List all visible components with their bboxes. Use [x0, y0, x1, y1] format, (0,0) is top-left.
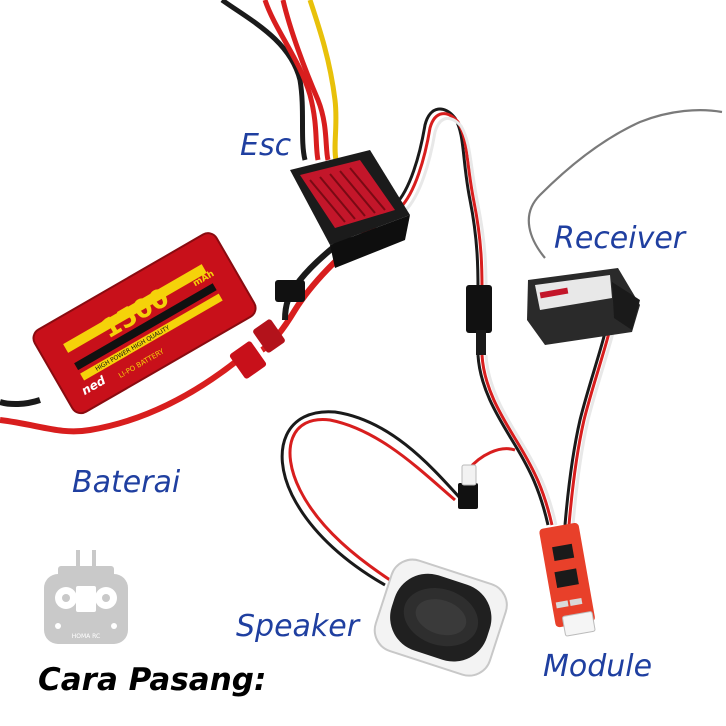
receiver-unit	[527, 268, 640, 345]
esc-switch	[275, 280, 305, 302]
homa-rc-logo: HOMA RC	[44, 550, 128, 644]
esc-servo-lead	[393, 107, 488, 291]
deans-connector	[229, 319, 285, 379]
label-speaker: Speaker	[236, 609, 360, 644]
logo-text: HOMA RC	[72, 633, 100, 640]
module-input-cable	[476, 354, 558, 526]
page-title: Cara Pasang:	[38, 662, 267, 698]
esc-unit	[290, 150, 410, 268]
esc-top-wires	[220, 0, 339, 161]
label-esc: Esc	[240, 128, 292, 163]
receiver-cable	[563, 309, 620, 526]
servo-extension-connector	[466, 285, 492, 355]
speaker-unit	[373, 558, 508, 677]
label-receiver: Receiver	[554, 221, 686, 256]
antenna-wire	[527, 109, 723, 259]
battery-leads	[0, 357, 240, 435]
speaker-cable	[280, 410, 516, 587]
label-module: Module	[543, 649, 653, 684]
sound-module	[539, 522, 596, 637]
label-baterai: Baterai	[72, 465, 181, 500]
lipo-battery: 1500 mAh HIGH POWER HIGH QUALITY LI-PO B…	[32, 232, 257, 415]
speaker-connector	[458, 464, 478, 509]
